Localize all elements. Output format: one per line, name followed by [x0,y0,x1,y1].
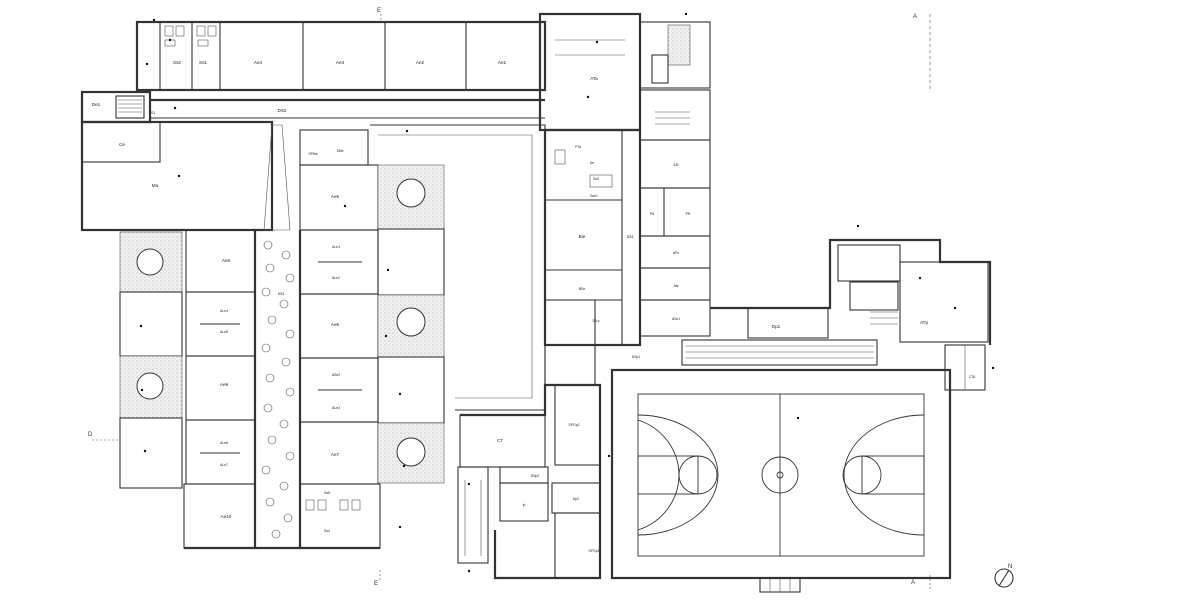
room-label: Ae9 [220,382,229,387]
room-label: ASe1 [672,317,680,321]
room-label: Ate [673,284,678,288]
room-label: Ae5 [331,194,340,199]
room-label: SPMe [308,152,317,156]
east-wing [710,238,992,391]
room-label: Ae10 [221,514,232,519]
room-label: Ae3 [336,60,345,65]
room-label: DS4 [627,235,634,239]
room-label: Dp2 [573,497,579,501]
room-label: SPGp1 [589,549,600,553]
room-label: Ae2 [416,60,425,65]
room-label: DSp2 [531,474,540,478]
room-label: PA [650,212,655,216]
north-arrow: N [994,564,1014,588]
room-label: Ae4 [254,60,263,65]
room-label: ALe7 [220,463,228,467]
room-label: ATp [920,320,929,325]
room-label: PR [686,212,691,216]
room-label: ATa [590,76,598,81]
room-label: CTA [969,375,976,379]
section-mark: A [911,580,915,586]
room-label: Ip [523,503,526,507]
gymnasium [610,339,952,593]
north-wing [135,20,547,119]
room-label: BSe [579,287,586,291]
left-classrooms [119,229,256,549]
room-label: CT [497,438,503,443]
room-label: ALe6 [220,441,228,445]
room-label: Ma [152,183,159,188]
west-block [80,90,274,232]
room-label: SA p [592,319,599,323]
room-label: ALe4 [220,309,228,313]
room-label: Ss5 [324,491,330,495]
central-corridor [253,124,302,548]
right-classrooms [184,129,445,550]
room-label: De1 [92,102,101,107]
room-label: ALe3 [332,406,340,410]
north-label: N [1008,564,1012,570]
room-label: DSp1 [632,355,641,359]
room-label: ALe2 [332,276,340,280]
section-mark: A [913,14,917,20]
room-label: Ss1 [199,60,207,65]
room-label: DS1 [149,111,156,115]
room-label: Dp1 [772,324,781,329]
room-label: Ae7 [331,452,340,457]
room-label: DS2 [278,108,287,113]
room-label: ASe2 [332,373,340,377]
room-label: Ae8 [222,258,231,263]
section-marks: E A D E A [88,8,931,590]
room-label: De [590,161,594,165]
entrance-hall [538,12,711,132]
room-label: Ae6 [331,322,340,327]
room-label: SPGp2 [569,423,580,427]
section-mark: E [374,581,378,587]
room-label: SMe [337,149,344,153]
room-label: Ae1 [498,60,507,65]
room-label: Sse1 [590,194,598,198]
south-service [457,383,602,580]
room-label: Ss3 [593,177,599,181]
service-spine [543,89,711,386]
section-mark: D [88,432,93,438]
room-label: Le [673,162,679,167]
room-label: Bie [579,234,586,239]
room-labels: Ss2 Ss1 Ae4 Ae3 Ae2 Ae1 ATa De1 DS1 DS2 … [92,60,976,553]
point-markers [139,12,995,573]
room-label: PTa [575,145,581,149]
room-label: ALe5 [220,330,228,334]
room-label: Ss2 [173,60,181,65]
room-label: ALe1 [332,245,340,249]
room-label: DS3 [278,292,285,296]
room-label: AFe [673,251,679,255]
room-label: Ss4 [324,529,330,533]
room-label: Ce [119,142,125,147]
section-mark: E [377,8,381,14]
